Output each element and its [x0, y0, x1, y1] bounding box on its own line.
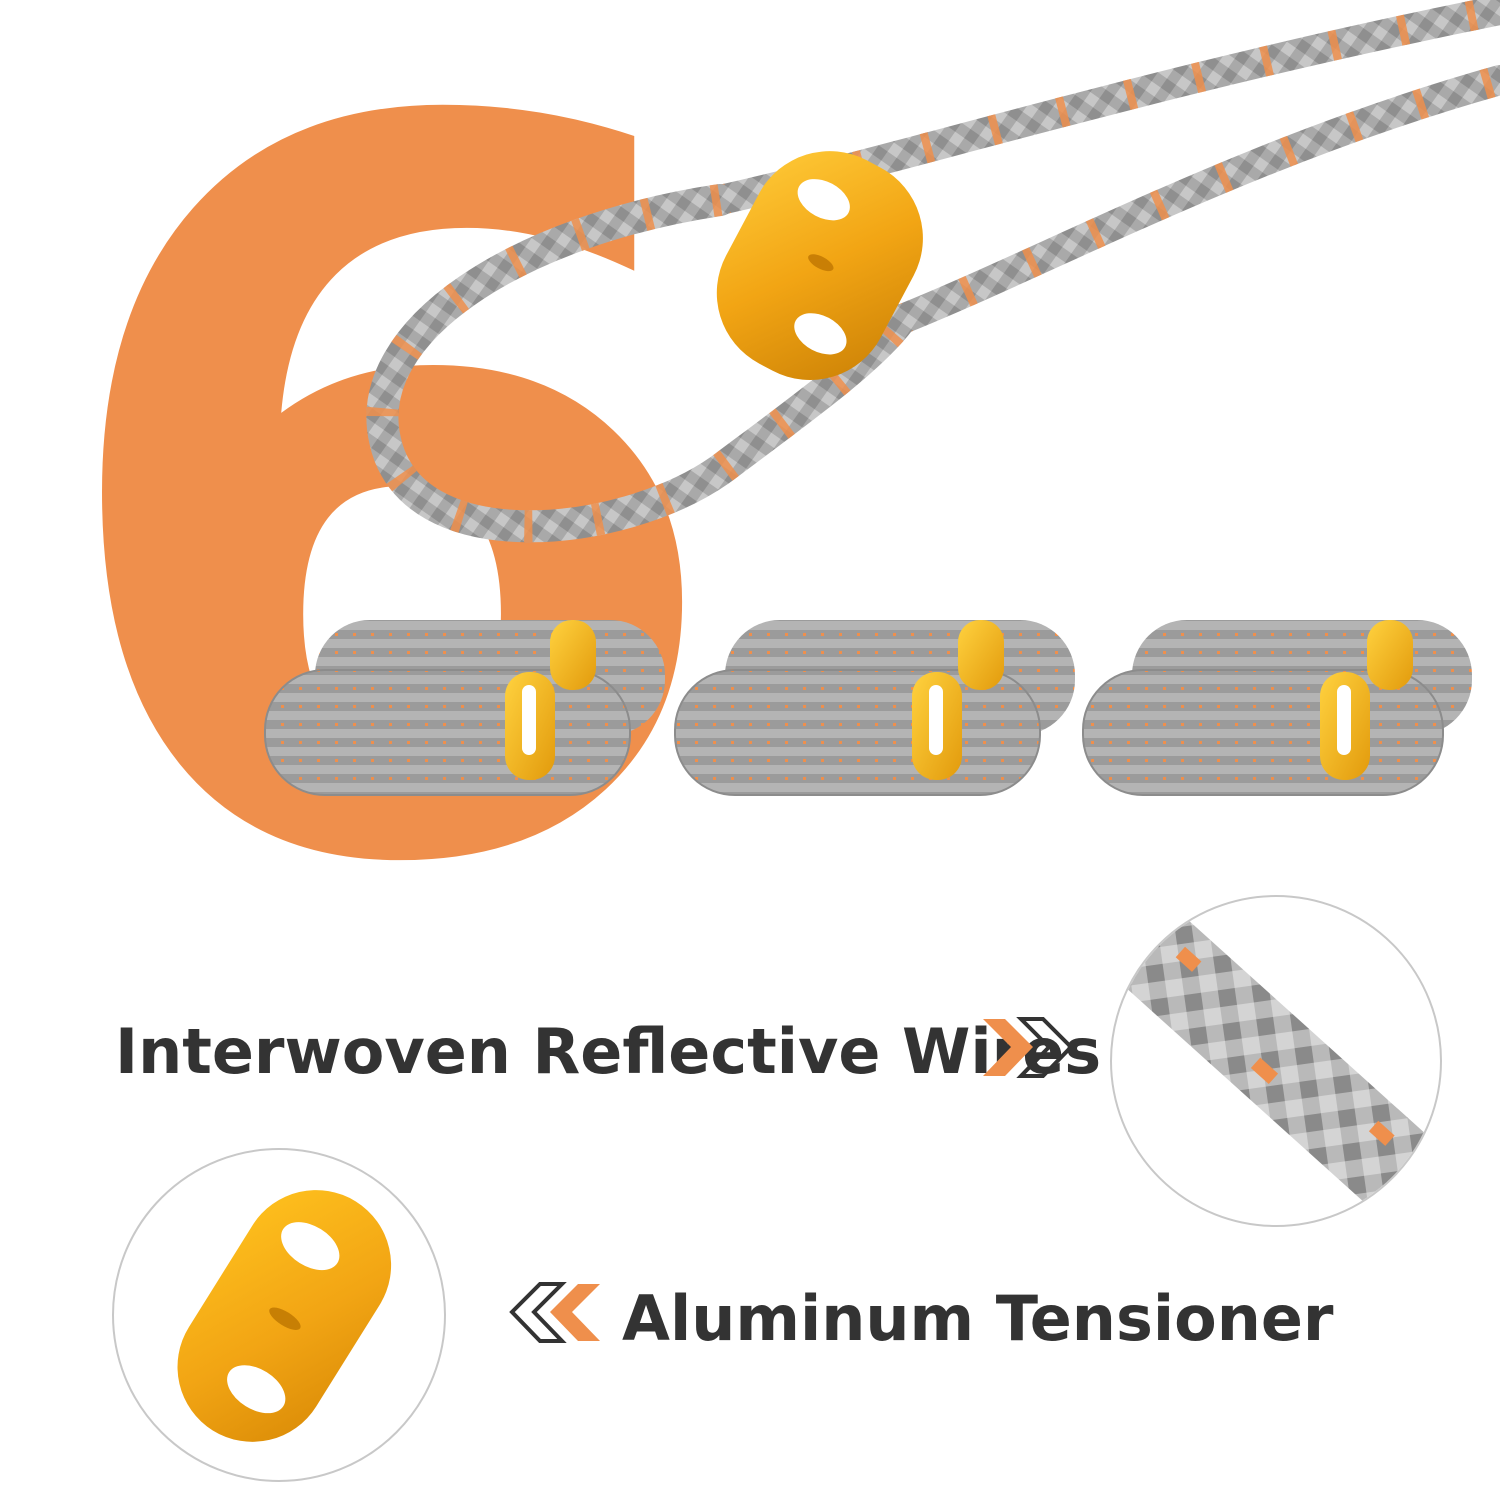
double-chevron-left-icon	[509, 1282, 600, 1343]
coil-group-middle	[674, 620, 1075, 796]
reflective-wire-closeup	[1110, 895, 1442, 1227]
rope-with-tensioner-illustration	[366, 0, 1500, 543]
double-chevron-right-icon	[983, 1017, 1074, 1078]
feature-label-tensioner: Aluminum Tensioner	[622, 1282, 1334, 1355]
feature-label-wires: Interwoven Reflective Wires	[115, 1015, 1102, 1088]
tensioner-closeup	[112, 1148, 446, 1482]
coil-group-right	[1082, 620, 1472, 796]
coil-group-left	[264, 620, 665, 796]
coiled-ropes-illustration	[264, 620, 1472, 796]
